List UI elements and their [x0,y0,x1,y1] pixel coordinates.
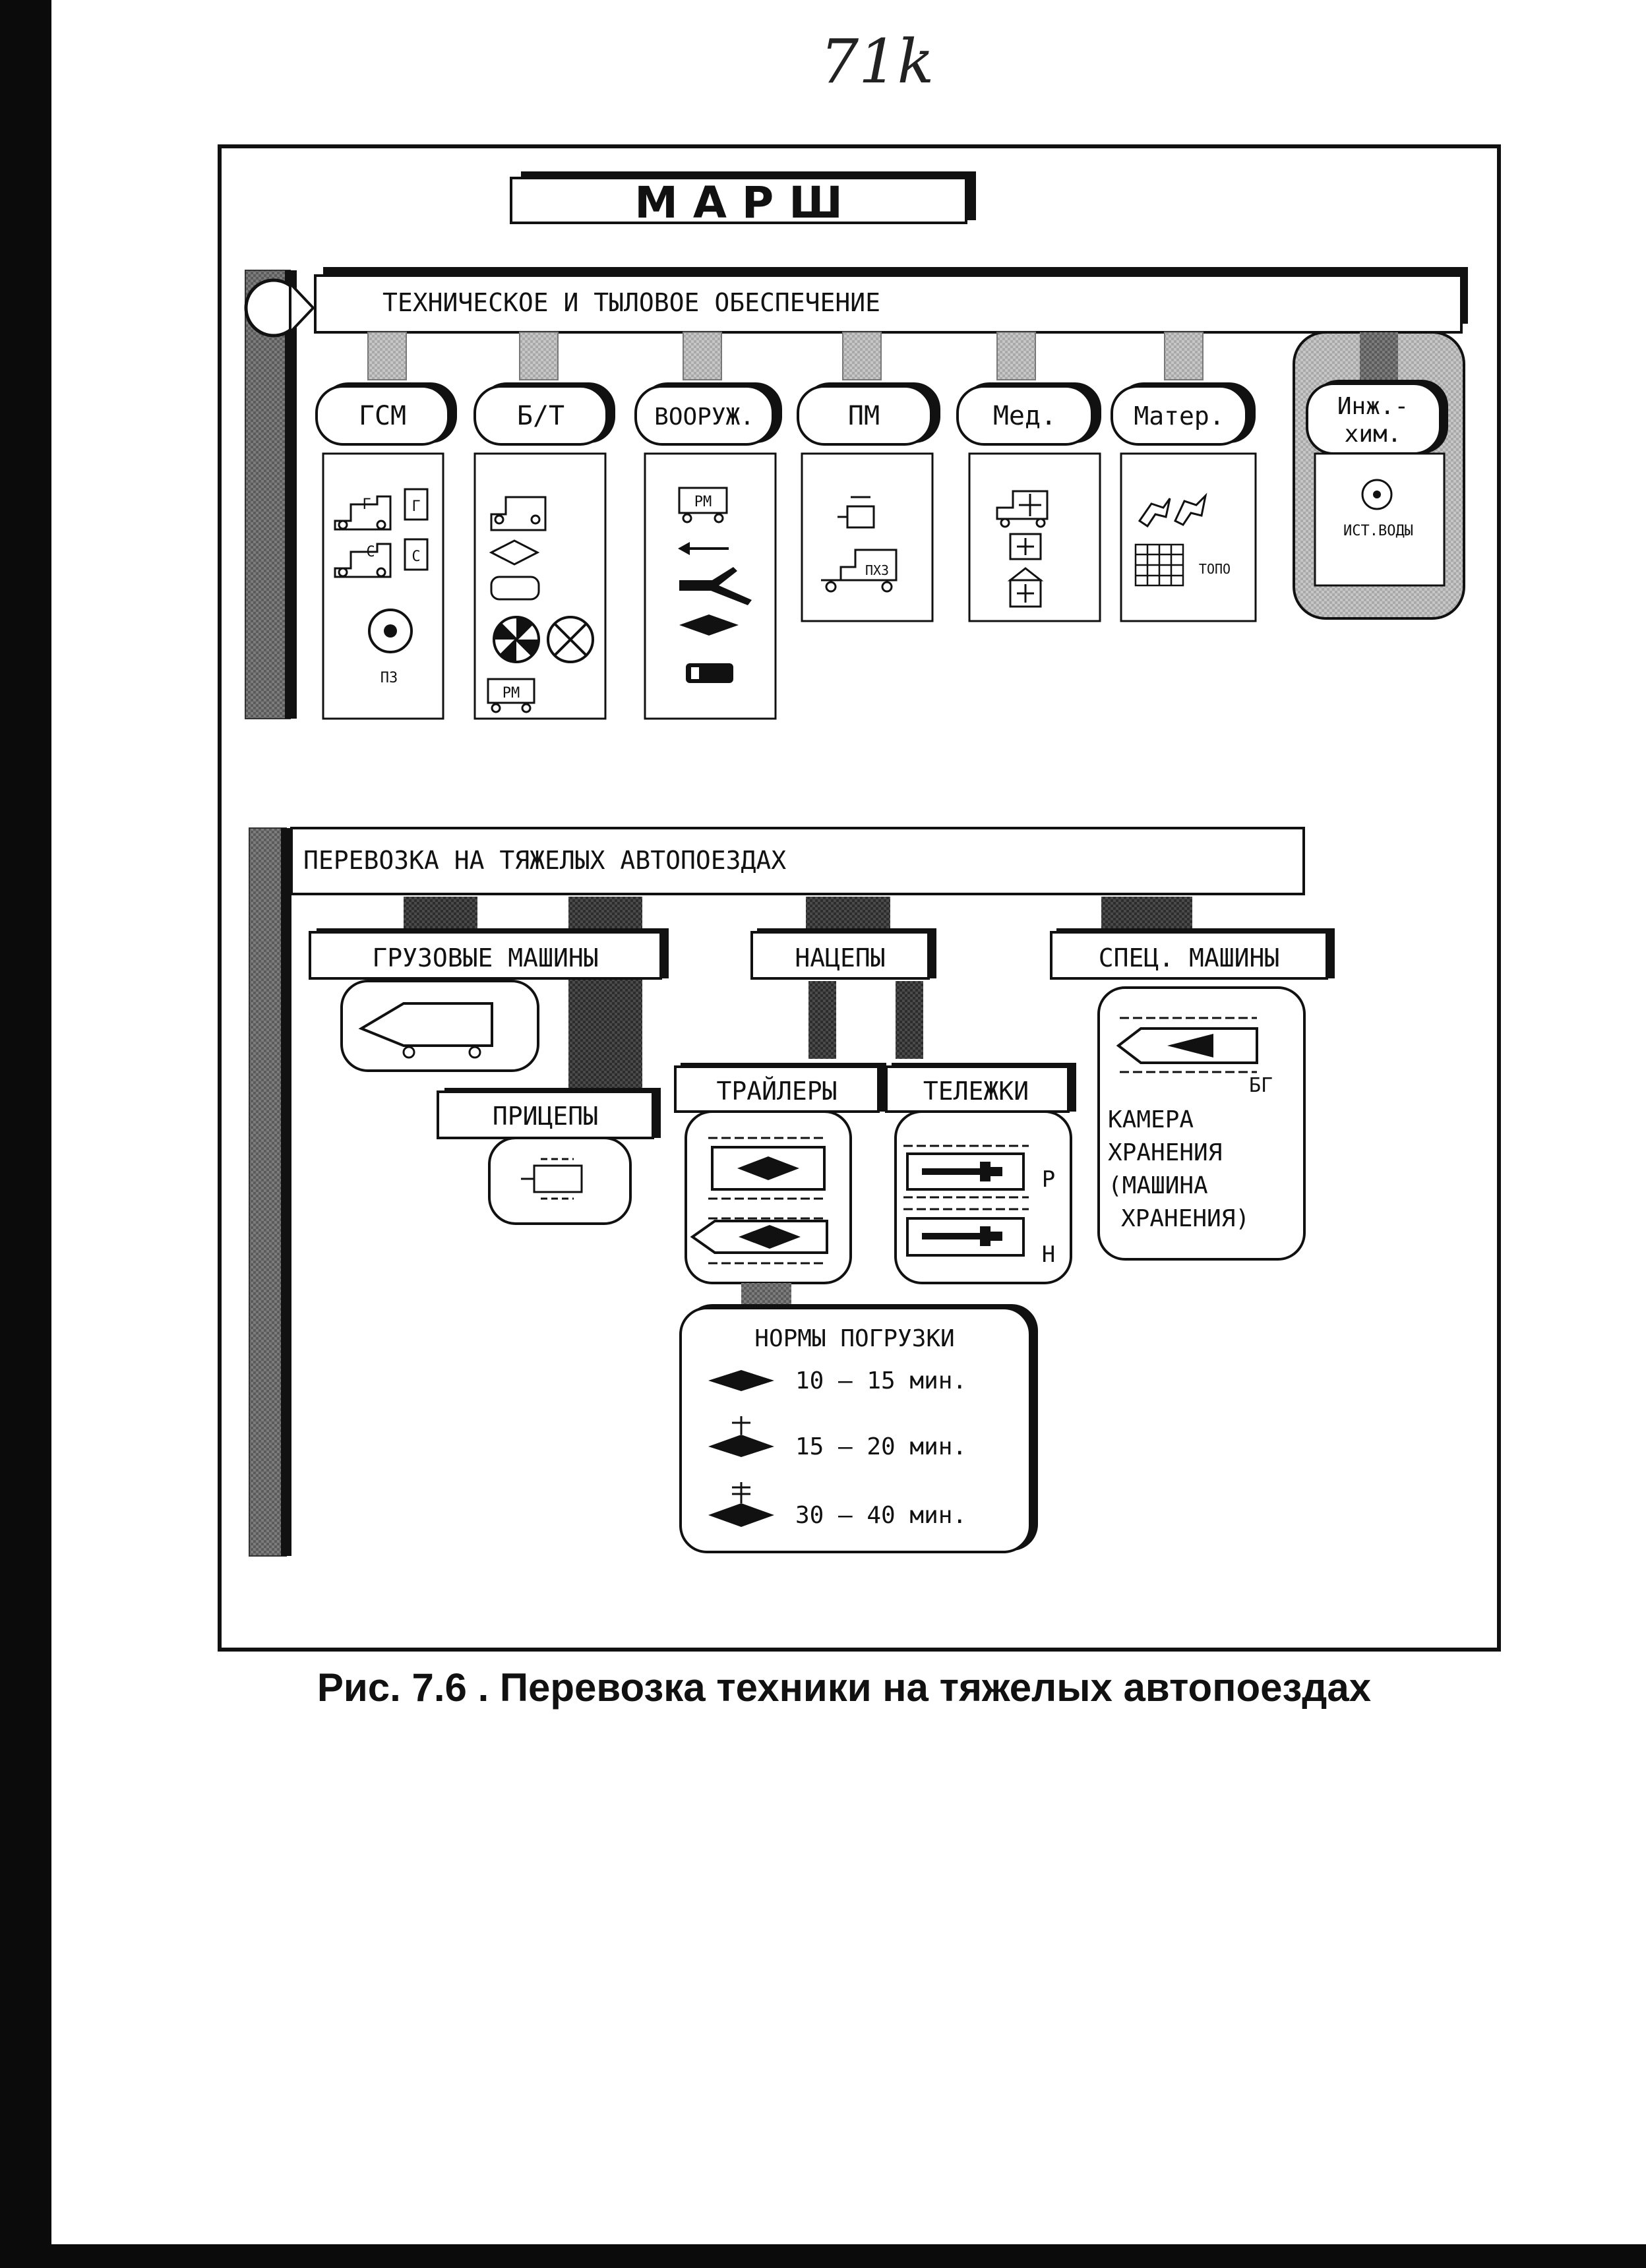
vertical-rail-2 [249,827,287,1557]
svg-text:С: С [366,544,375,560]
semitrailers-box: НАЦЕПЫ [750,928,936,1059]
figure-caption: Рис. 7.6 . Перевозка техники на тяжелых … [317,1665,1372,1710]
svg-text:С: С [412,549,420,565]
svg-text:(МАШИНА: (МАШИНА [1108,1172,1208,1199]
svg-text:РМ: РМ [503,685,520,701]
svg-text:Г: Г [412,498,420,515]
svg-text:Г: Г [362,496,371,513]
tab-pm: ПМ ПХЗ [797,382,940,622]
title-text: М А Р Ш [634,177,843,228]
loading-norms-box: НОРМЫ ПОГРУЗКИ 10 – 15 мин. 15 – 20 мин.… [679,1283,1038,1553]
svg-text:НОРМЫ ПОГРУЗКИ: НОРМЫ ПОГРУЗКИ [754,1325,954,1352]
svg-text:ПМ: ПМ [848,401,880,431]
section-heavy-transport: ПЕРЕВОЗКА НА ТЯЖЕЛЫХ АВТОПОЕЗДАХ ГРУЗОВЫ… [249,827,1335,1557]
special-vehicles-box: СПЕЦ. МАШИНЫ БГ КАМЕРА ХРАНЕНИЯ (МАШИНА … [1050,928,1335,1261]
svg-text:Инж.-: Инж.- [1337,393,1409,420]
svg-text:ХРАНЕНИЯ): ХРАНЕНИЯ) [1121,1205,1250,1232]
svg-text:НАЦЕПЫ: НАЦЕПЫ [795,943,885,972]
bottom-scan-border [0,2244,1646,2268]
svg-text:Б/Т: Б/Т [517,401,564,431]
trailers-short-box: ПРИЦЕПЫ [437,1088,661,1225]
tab-engineering-chemical: Инж.- хим. ИСТ.ВОДЫ [1293,331,1465,620]
page-number: 71k [820,26,934,97]
svg-text:10 – 15 мин.: 10 – 15 мин. [795,1367,967,1394]
section2-title: ПЕРЕВОЗКА НА ТЯЖЕЛЫХ АВТОПОЕЗДАХ [303,846,786,875]
tab-armament: ВООРУЖ. РМ [634,382,782,720]
svg-text:хим.: хим. [1345,421,1402,448]
section-technical-support: ТЕХНИЧЕСКОЕ И ТЫЛОВОЕ ОБЕСПЕЧЕНИЕ ГСМ Г … [244,267,1468,720]
svg-text:30 – 40 мин.: 30 – 40 мин. [795,1502,967,1529]
title-box: М А Р Ш [510,171,976,228]
svg-text:Мед.: Мед. [993,401,1056,431]
svg-text:ТОПО: ТОПО [1199,561,1231,577]
vertical-rail-1 [245,270,291,719]
svg-text:КАМЕРА: КАМЕРА [1108,1106,1194,1133]
svg-text:ВООРУЖ.: ВООРУЖ. [654,403,754,431]
trailers-box: ТРАЙЛЕРЫ [674,1063,886,1284]
svg-text:ТРАЙЛЕРЫ: ТРАЙЛЕРЫ [716,1077,837,1106]
left-scan-border [0,0,51,2268]
svg-text:Р: Р [1042,1166,1055,1193]
svg-text:БГ: БГ [1249,1074,1273,1097]
svg-text:Матер.: Матер. [1134,402,1224,431]
carts-box: ТЕЛЕЖКИ Р Н [885,1063,1076,1284]
svg-text:ГРУЗОВЫЕ МАШИНЫ: ГРУЗОВЫЕ МАШИНЫ [372,943,598,972]
svg-text:ПРИЦЕПЫ: ПРИЦЕПЫ [493,1102,598,1131]
svg-text:15 – 20 мин.: 15 – 20 мин. [795,1433,967,1460]
svg-text:ПЗ: ПЗ [381,670,398,686]
svg-text:СПЕЦ. МАШИНЫ: СПЕЦ. МАШИНЫ [1099,943,1280,972]
header-bar-1 [314,274,1463,334]
tab-medical: Мед. [956,382,1101,622]
tab-bt: Б/Т РМ [473,382,615,720]
tab-material: Матер. ТОПО [1111,382,1257,622]
svg-text:ГСМ: ГСМ [359,401,406,431]
svg-text:ТЕЛЕЖКИ: ТЕЛЕЖКИ [923,1077,1029,1106]
svg-text:ПХЗ: ПХЗ [865,562,889,578]
svg-text:ИСТ.ВОДЫ: ИСТ.ВОДЫ [1343,523,1413,539]
svg-text:РМ: РМ [694,494,712,510]
outer-frame [218,144,1501,1652]
trucks-box: ГРУЗОВЫЕ МАШИНЫ [309,928,669,1072]
svg-text:Н: Н [1042,1241,1055,1268]
tab-gsm: ГСМ Г Г С С ПЗ [315,382,457,720]
svg-text:ХРАНЕНИЯ: ХРАНЕНИЯ [1108,1139,1222,1166]
section1-title: ТЕХНИЧЕСКОЕ И ТЫЛОВОЕ ОБЕСПЕЧЕНИЕ [382,288,880,317]
header-bar-2 [290,827,1305,895]
